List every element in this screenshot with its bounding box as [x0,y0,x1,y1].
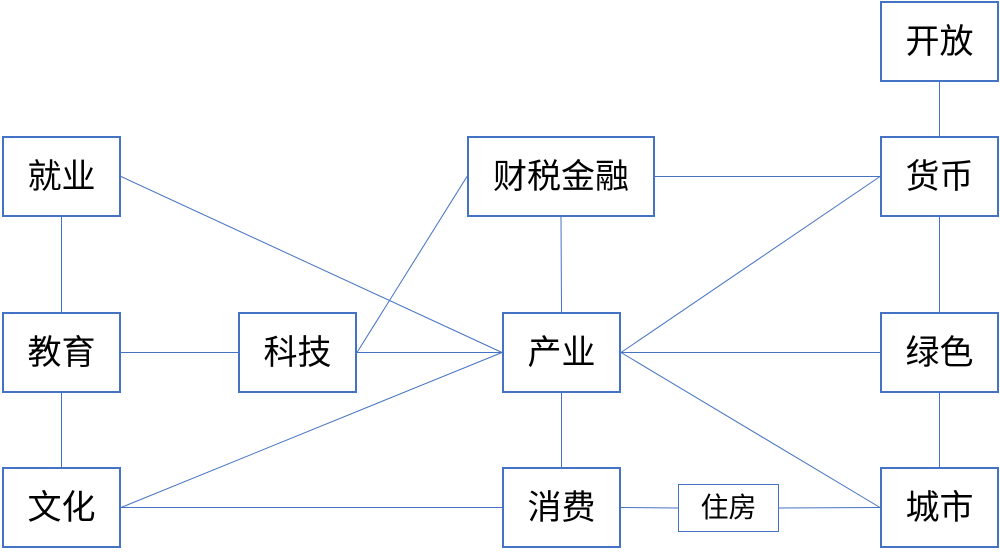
node-caishui-jinrong: 财税金融 [467,136,655,217]
node-kaifang: 开放 [880,1,999,82]
edge-wenhua-chanye [120,352,503,508]
node-jiaoyu: 教育 [2,312,121,393]
node-chengshi-label: 城市 [905,487,974,528]
node-zhufang: 住房 [678,484,779,532]
node-wenhua: 文化 [2,467,121,548]
node-huobi-label: 货币 [905,156,974,197]
node-jiuye-label: 就业 [27,156,96,197]
node-caishui-jinrong-label: 财税金融 [493,156,629,197]
node-keji-label: 科技 [263,332,332,373]
edge-xiaofei-zhufang [620,507,679,509]
edge-zhufang-chengshi [778,507,881,509]
node-chanye-label: 产业 [527,332,596,373]
node-keji: 科技 [238,312,357,393]
node-lvse-label: 绿色 [905,332,974,373]
edge-huobi-chanye [620,176,881,353]
node-jiuye: 就业 [2,136,121,217]
edge-jiuye-chanye [120,176,503,353]
edge-caishui-keji [356,176,468,353]
edge-caishui-chanye [560,216,562,313]
node-lvse: 绿色 [880,312,999,393]
node-xiaofei: 消费 [502,467,621,548]
node-kaifang-label: 开放 [905,21,974,62]
node-xiaofei-label: 消费 [527,487,596,528]
node-wenhua-label: 文化 [27,487,96,528]
node-jiaoyu-label: 教育 [27,332,96,373]
edge-chanye-chengshi [620,352,881,508]
node-chanye: 产业 [502,312,621,393]
node-zhufang-label: 住房 [700,491,757,524]
node-huobi: 货币 [880,136,999,217]
node-chengshi: 城市 [880,467,999,548]
